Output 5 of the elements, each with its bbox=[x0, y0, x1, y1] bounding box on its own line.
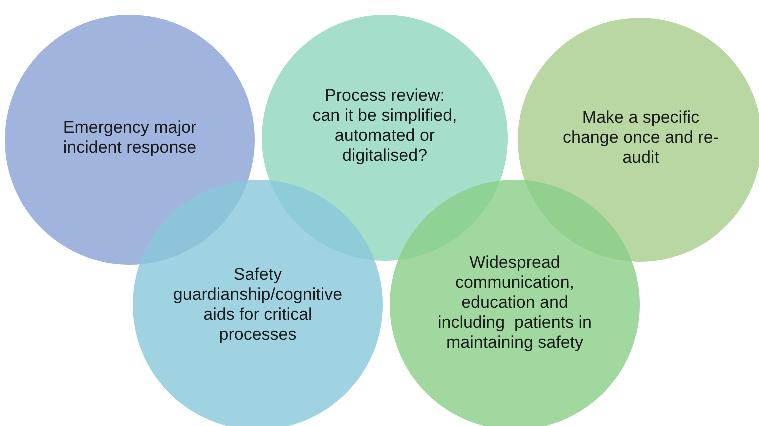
circle-text: Process review: can it be simplified, automated or digitalised? bbox=[312, 86, 458, 166]
circle-text: Widespread communication, education and including patients in maintaining safety bbox=[436, 253, 594, 353]
circle-text: Make a specific change once and re-audit bbox=[562, 108, 720, 168]
circle-text: Safety guardianship/cognitive aids for critical processes bbox=[172, 265, 344, 345]
circle-text: Emergency major incident response bbox=[62, 118, 198, 158]
